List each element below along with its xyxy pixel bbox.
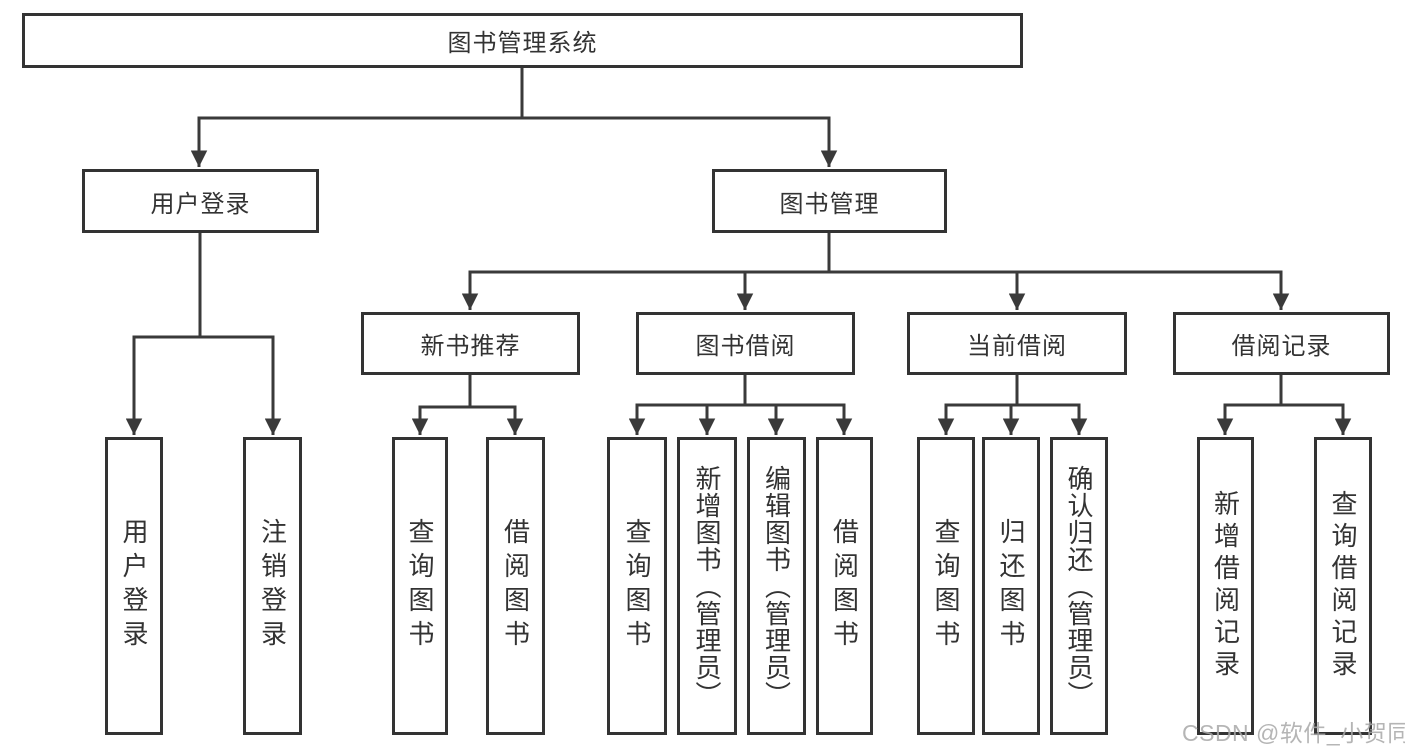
node-user-login: 用户登录 (82, 169, 319, 233)
node-query-borrow-record: 查询借阅记录 (1314, 437, 1372, 735)
node-label: 借阅图书 (500, 518, 531, 654)
node-query-books-current: 查询图书 (917, 437, 975, 735)
node-edit-books-admin: 编辑图书（管理员） (747, 437, 806, 735)
node-query-books-recommend: 查询图书 (392, 437, 448, 735)
node-label: 借阅图书 (829, 518, 860, 654)
node-new-book-recommend: 新书推荐 (361, 312, 580, 375)
node-label: 用户登录 (119, 518, 149, 654)
node-label: 查询图书 (405, 518, 435, 654)
node-query-books-borrowing: 查询图书 (607, 437, 667, 735)
node-label: 注销登录 (257, 518, 288, 654)
node-book-borrowing: 图书借阅 (636, 312, 855, 375)
node-user-login-action: 用户登录 (105, 437, 163, 735)
node-logout-action: 注销登录 (243, 437, 302, 735)
node-root: 图书管理系统 (22, 13, 1023, 68)
node-label: 新增图书（管理员） (692, 464, 722, 708)
node-label: 查询图书 (931, 518, 961, 654)
node-add-borrow-record: 新增借阅记录 (1197, 437, 1254, 735)
node-label: 编辑图书（管理员） (761, 464, 792, 708)
node-label: 归还图书 (996, 518, 1026, 654)
node-borrow-books-borrowing: 借阅图书 (816, 437, 873, 735)
node-add-books-admin: 新增图书（管理员） (677, 437, 737, 735)
node-borrow-records: 借阅记录 (1173, 312, 1390, 375)
node-label: 确认归还（管理员） (1064, 464, 1094, 708)
node-borrow-books-recommend: 借阅图书 (486, 437, 545, 735)
node-current-borrowing: 当前借阅 (907, 312, 1127, 375)
watermark: CSDN @软件_小贺同学 (1182, 720, 1405, 746)
node-return-books: 归还图书 (982, 437, 1040, 735)
node-label: 新增借阅记录 (1210, 490, 1241, 682)
node-confirm-return-admin: 确认归还（管理员） (1050, 437, 1108, 735)
node-label: 查询借阅记录 (1328, 490, 1358, 682)
node-book-management: 图书管理 (712, 169, 947, 233)
node-label: 查询图书 (622, 518, 652, 654)
